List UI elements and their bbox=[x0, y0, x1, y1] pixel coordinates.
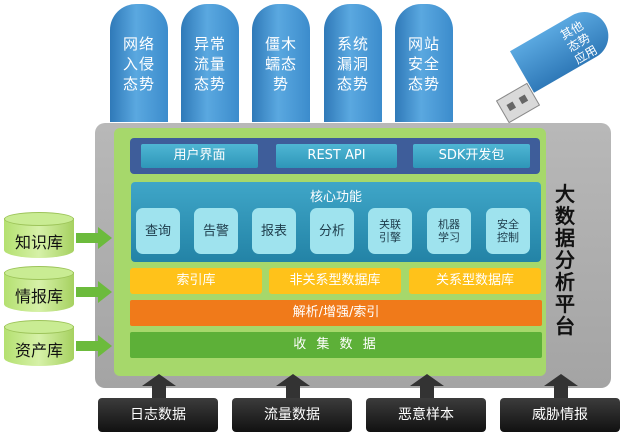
tab-label: 网络 入侵 态势 bbox=[122, 35, 155, 93]
interface-sdk: SDK开发包 bbox=[413, 144, 530, 168]
core-item-report: 报表 bbox=[252, 208, 296, 254]
arrow-right-icon bbox=[76, 335, 112, 357]
core-item-alert: 告警 bbox=[194, 208, 238, 254]
cylinder-top bbox=[4, 266, 74, 280]
core-item-analysis: 分析 bbox=[310, 208, 354, 254]
cylinder-top bbox=[4, 212, 74, 226]
arrow-right-icon bbox=[76, 281, 112, 303]
tab-label: 僵木 蠕态 势 bbox=[264, 35, 297, 93]
core-item-label: 报表 bbox=[260, 223, 287, 239]
platform-title: 大 数 据 分 析 平 台 bbox=[555, 182, 575, 338]
input-threat-intel: 威胁情报 bbox=[500, 398, 620, 432]
tab-website-security: 网站 安全 态势 bbox=[395, 4, 453, 122]
input-malware-samples: 恶意样本 bbox=[366, 398, 486, 432]
knowledge-base-cylinder: 知识库 bbox=[4, 212, 74, 260]
core-item-label: 安全 控制 bbox=[497, 218, 519, 244]
collect-data-bar: 收 集 数 据 bbox=[130, 332, 542, 358]
cylinder-top bbox=[4, 320, 74, 334]
arrow-up-icon bbox=[142, 374, 176, 400]
tab-abnormal-traffic: 异常 流量 态势 bbox=[181, 4, 239, 122]
tab-system-vulnerability: 系统 漏洞 态势 bbox=[324, 4, 382, 122]
cylinder-label: 知识库 bbox=[14, 233, 63, 252]
core-item-label: 查询 bbox=[144, 223, 171, 239]
arrow-up-icon bbox=[276, 374, 310, 400]
cylinder-label: 资产库 bbox=[14, 341, 63, 360]
arrow-up-icon bbox=[544, 374, 578, 400]
tab-network-intrusion: 网络 入侵 态势 bbox=[110, 4, 168, 122]
core-functions-title: 核心功能 bbox=[309, 190, 362, 205]
input-traffic-data: 流量数据 bbox=[232, 398, 352, 432]
core-item-security-control: 安全 控制 bbox=[486, 208, 530, 254]
core-item-label: 告警 bbox=[202, 223, 229, 239]
core-item-correlation-engine: 关联 引擎 bbox=[368, 208, 412, 254]
core-item-label: 关联 引擎 bbox=[379, 218, 401, 244]
core-item-query: 查询 bbox=[136, 208, 180, 254]
db-nosql: 非关系型数据库 bbox=[269, 268, 401, 294]
db-index: 索引库 bbox=[130, 268, 262, 294]
core-item-machine-learning: 机器 学习 bbox=[427, 208, 471, 254]
core-item-label: 分析 bbox=[318, 223, 345, 239]
core-item-label: 机器 学习 bbox=[438, 218, 460, 244]
asset-base-cylinder: 资产库 bbox=[4, 320, 74, 368]
db-relational: 关系型数据库 bbox=[409, 268, 541, 294]
usb-stick-icon: 其他 态势 应用 bbox=[494, 3, 618, 130]
tab-label: 网站 安全 态势 bbox=[407, 35, 440, 93]
usb-body: 其他 态势 应用 bbox=[510, 3, 618, 93]
cylinder-label: 情报库 bbox=[14, 287, 63, 306]
arrow-up-icon bbox=[410, 374, 444, 400]
input-log-data: 日志数据 bbox=[98, 398, 218, 432]
usb-label: 其他 态势 应用 bbox=[558, 18, 600, 67]
arrow-right-icon bbox=[76, 227, 112, 249]
intelligence-base-cylinder: 情报库 bbox=[4, 266, 74, 314]
tab-label: 异常 流量 态势 bbox=[193, 35, 226, 93]
parse-enrich-index-bar: 解析/增强/索引 bbox=[130, 300, 542, 326]
tab-label: 系统 漏洞 态势 bbox=[336, 35, 369, 93]
interface-rest-api: REST API bbox=[276, 144, 397, 168]
interface-user-ui: 用户界面 bbox=[141, 144, 258, 168]
tab-botnet-worm: 僵木 蠕态 势 bbox=[252, 4, 310, 122]
